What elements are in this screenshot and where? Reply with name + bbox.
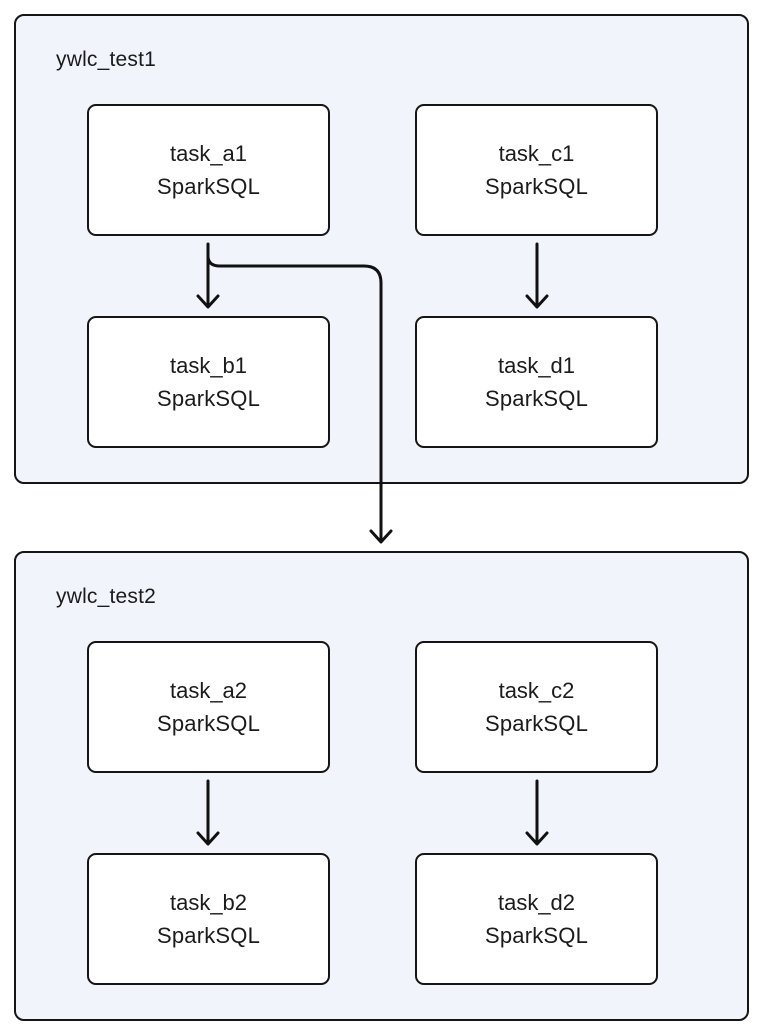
group-title: ywlc_test1: [56, 48, 157, 71]
task-name: task_a2: [169, 678, 248, 703]
task-type: SparkSQL: [484, 711, 589, 736]
task-node-a1[interactable]: task_a1 SparkSQL: [87, 104, 330, 236]
group-title: ywlc_test2: [56, 585, 157, 608]
task-name: task_b1: [169, 353, 248, 378]
task-type: SparkSQL: [484, 386, 589, 411]
task-node-d1[interactable]: task_d1 SparkSQL: [415, 316, 658, 448]
task-node-a2[interactable]: task_a2 SparkSQL: [87, 641, 330, 773]
task-node-d2[interactable]: task_d2 SparkSQL: [415, 853, 658, 985]
task-name: task_c1: [498, 141, 575, 166]
task-type: SparkSQL: [156, 386, 261, 411]
task-type: SparkSQL: [484, 174, 589, 199]
task-node-b2[interactable]: task_b2 SparkSQL: [87, 853, 330, 985]
task-name: task_b2: [169, 890, 248, 915]
task-name: task_c2: [498, 678, 575, 703]
task-name: task_d1: [497, 353, 576, 378]
task-type: SparkSQL: [156, 711, 261, 736]
task-name: task_a1: [169, 141, 248, 166]
task-type: SparkSQL: [484, 923, 589, 948]
task-type: SparkSQL: [156, 923, 261, 948]
task-type: SparkSQL: [156, 174, 261, 199]
task-node-b1[interactable]: task_b1 SparkSQL: [87, 316, 330, 448]
task-node-c1[interactable]: task_c1 SparkSQL: [415, 104, 658, 236]
task-name: task_d2: [497, 890, 576, 915]
task-node-c2[interactable]: task_c2 SparkSQL: [415, 641, 658, 773]
